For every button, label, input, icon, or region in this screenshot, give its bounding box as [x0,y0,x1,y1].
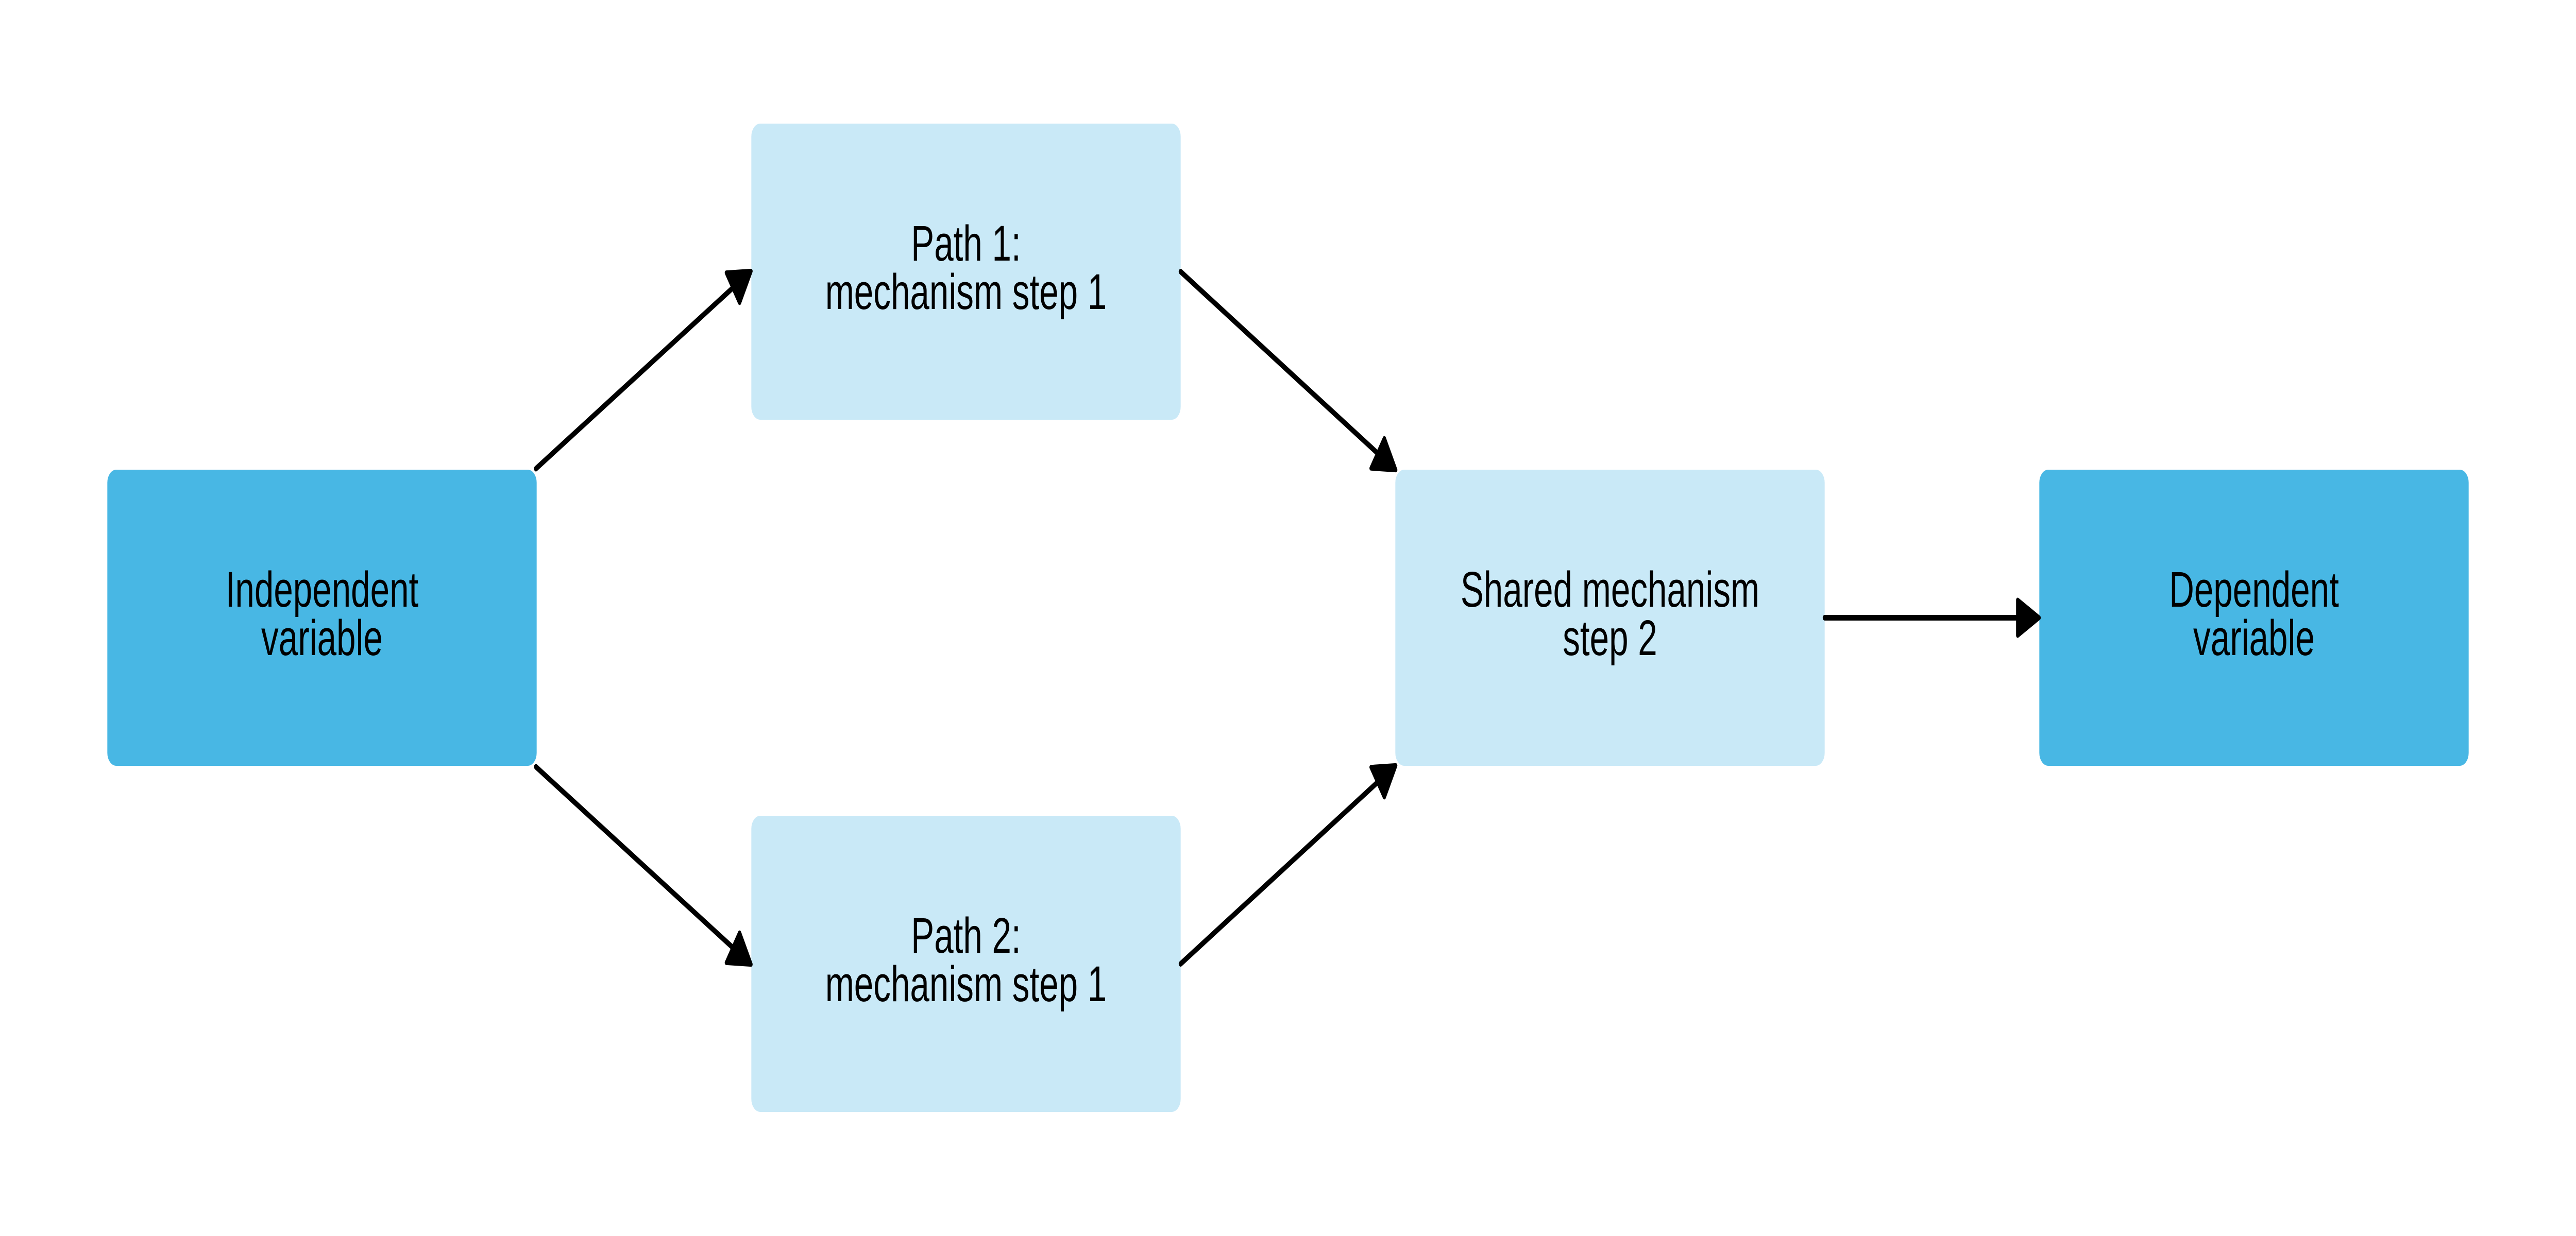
svg-text:mechanism step 1: mechanism step 1 [825,264,1107,320]
svg-text:Path 2:: Path 2: [911,907,1021,964]
svg-text:Shared mechanism: Shared mechanism [1461,561,1759,617]
svg-text:mechanism step 1: mechanism step 1 [825,956,1107,1012]
svg-text:Path 1:: Path 1: [911,215,1021,271]
svg-text:variable: variable [2193,610,2315,666]
svg-text:Independent: Independent [226,561,419,617]
svg-text:Dependent: Dependent [2169,561,2339,617]
svg-text:step 2: step 2 [1563,610,1657,666]
svg-text:variable: variable [261,610,383,666]
